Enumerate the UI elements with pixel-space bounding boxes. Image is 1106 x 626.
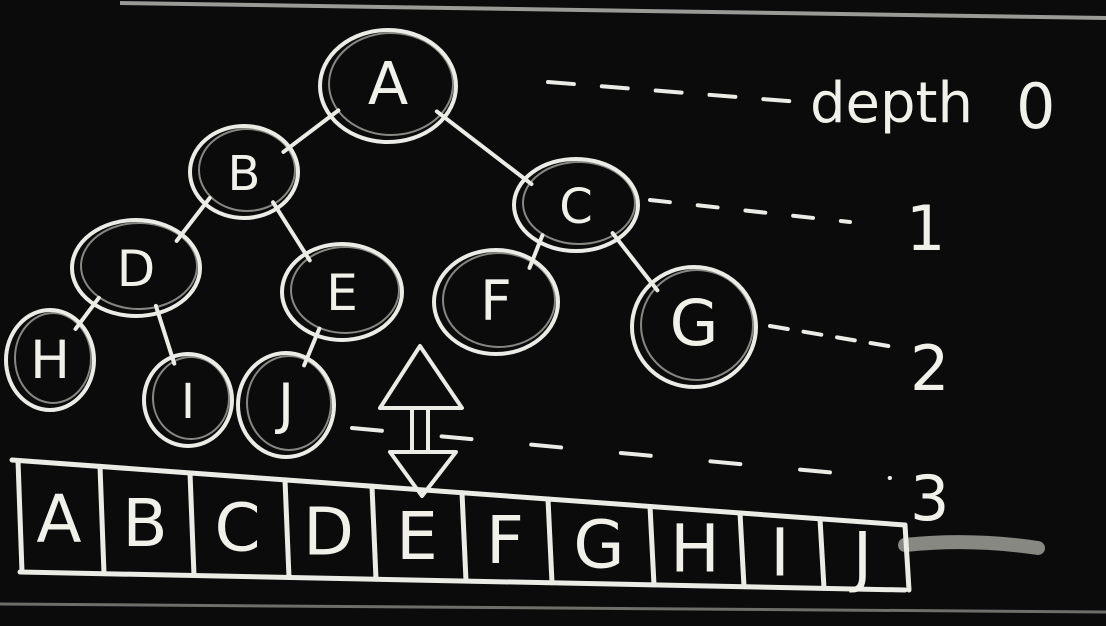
tree-node-B: B — [188, 124, 300, 220]
tree-node-G: G — [630, 265, 758, 389]
array-divider — [97, 463, 107, 577]
array-cell-D: D — [303, 494, 354, 571]
array-bottom-line — [17, 569, 908, 593]
node-label: I — [181, 374, 195, 430]
array-cell-J: J — [849, 519, 872, 596]
node-circle-inner — [152, 356, 230, 440]
node-circle-inner — [246, 355, 332, 451]
node-circle-inner — [522, 161, 636, 245]
board-top-edge — [119, 1, 1106, 20]
edge-C-G — [610, 231, 660, 293]
array-cell-A: A — [36, 481, 81, 558]
depth-level-3: 3 — [910, 462, 949, 535]
array-end-divider — [902, 522, 912, 593]
node-circle-inner — [198, 128, 296, 212]
depth-level-2: 2 — [910, 332, 949, 405]
array-cell-H: H — [670, 511, 720, 588]
array-cell-F: F — [486, 502, 524, 579]
array-divider — [187, 470, 197, 578]
tree-edges — [73, 108, 660, 368]
node-circle-inner — [442, 252, 556, 348]
node-circle — [432, 248, 560, 356]
board-bottom-edge — [0, 602, 1106, 614]
array-divider — [369, 483, 379, 582]
edge-D-I — [153, 303, 177, 366]
tree-node-J: J — [236, 351, 336, 459]
array-top-line — [9, 457, 908, 528]
depth-guide-2 — [768, 324, 902, 350]
depth-guide-0 — [546, 80, 802, 104]
edge-B-E — [271, 200, 312, 263]
tree-nodes: A B C D E F G H I J — [4, 28, 758, 459]
node-label: D — [117, 240, 156, 298]
node-circle — [512, 157, 640, 253]
node-label: G — [670, 287, 719, 360]
tree-node-A: A — [318, 28, 458, 144]
array-divider — [817, 516, 827, 591]
node-circle — [188, 124, 300, 220]
node-circle — [4, 308, 96, 412]
array-cell-G: G — [573, 506, 624, 583]
array-divider — [737, 510, 747, 590]
depth-guide-3 — [350, 426, 892, 480]
node-label: C — [559, 179, 593, 235]
depth-word: depth — [810, 71, 973, 136]
node-circle — [630, 265, 758, 389]
node-circle — [70, 218, 202, 318]
array-divider — [459, 490, 469, 584]
array-tail-smudge — [898, 535, 1045, 555]
depth-guide-1 — [648, 198, 852, 224]
array-cell-C: C — [214, 489, 260, 566]
node-label: B — [228, 146, 261, 202]
edge-A-C — [434, 109, 534, 187]
tree-node-E: E — [280, 242, 404, 342]
node-circle — [142, 352, 234, 448]
node-label: E — [326, 264, 358, 322]
tree-node-I: I — [142, 352, 234, 448]
array-divider — [647, 503, 657, 588]
node-label: J — [275, 372, 294, 436]
tree-node-F: F — [432, 248, 560, 356]
node-circle-inner — [80, 222, 198, 310]
depth-guides — [350, 80, 902, 480]
node-circle — [318, 28, 458, 144]
array-divider — [15, 457, 25, 575]
array-cell-I: I — [770, 515, 789, 592]
tree-node-H: H — [4, 308, 96, 412]
node-circle-inner — [328, 32, 454, 136]
depth-level-1: 1 — [906, 192, 945, 265]
tree-node-C: C — [512, 157, 640, 253]
node-label: A — [368, 49, 408, 118]
array-cell-B: B — [122, 485, 167, 562]
node-label: F — [480, 269, 512, 333]
node-circle-inner — [290, 246, 400, 334]
depth-level-0: 0 — [1016, 70, 1055, 143]
node-circle-inner — [14, 312, 92, 404]
node-circle — [280, 242, 404, 342]
double-arrow-icon — [378, 344, 464, 498]
depth-labels: depth 0 1 2 3 — [810, 70, 1055, 535]
array-divider — [545, 496, 555, 586]
array-divider — [282, 477, 292, 580]
tree-node-D: D — [70, 218, 202, 318]
node-label: H — [30, 330, 70, 391]
array-cell-E: E — [396, 498, 438, 575]
node-circle — [236, 351, 336, 459]
node-circle-inner — [640, 269, 754, 381]
